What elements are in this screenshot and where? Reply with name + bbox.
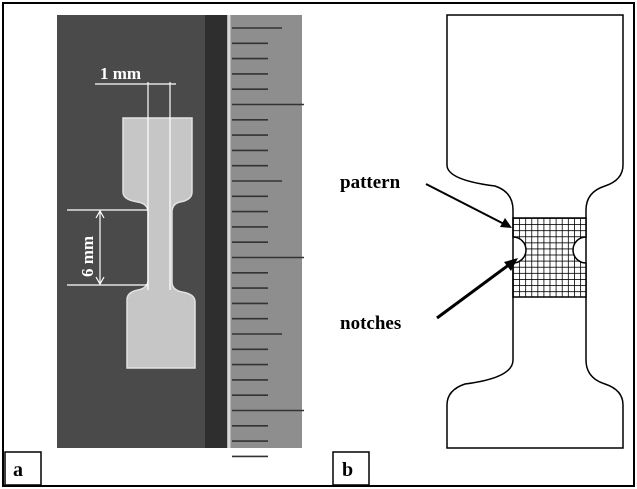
notches-arrowhead (504, 258, 518, 271)
pattern-arrow (425, 183, 509, 227)
pattern-label: pattern (340, 172, 401, 193)
length-annotation: 6 mm (78, 236, 97, 277)
panel-b-label-box (332, 451, 370, 486)
ruler-ticks (232, 27, 304, 458)
dimension-lines (67, 82, 176, 290)
ruler-shadow (205, 15, 227, 448)
notches-arrow (436, 262, 511, 320)
specimen (122, 117, 196, 369)
panel-a-label: a (13, 459, 23, 481)
pattern-arrowhead (500, 218, 512, 228)
width-annotation: 1 mm (100, 64, 141, 83)
panel-b-diagram: pattern notches (340, 14, 624, 449)
ruler (227, 15, 302, 448)
panel-b-label: b (342, 459, 353, 481)
notches-label: notches (340, 313, 401, 334)
grid-pattern (512, 217, 587, 298)
panel-a-photo: 1 mm 6 mm (57, 15, 304, 458)
panel-a-label-box (4, 451, 42, 486)
